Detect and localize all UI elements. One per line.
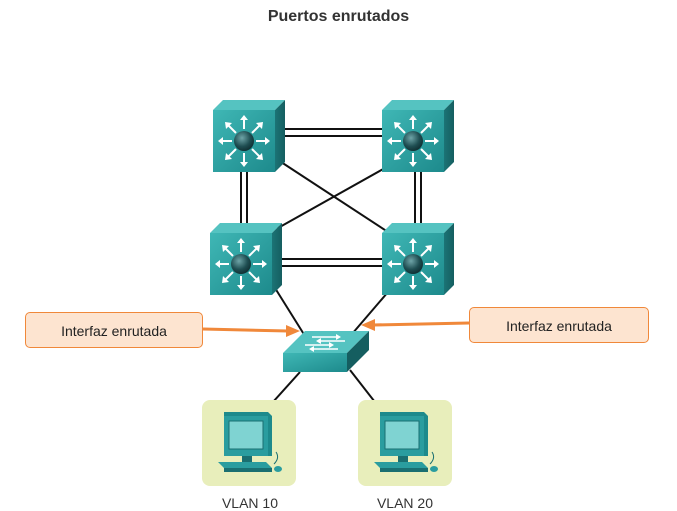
- uplink-cables: [240, 128, 422, 425]
- routed-interface-arrows: [202, 319, 470, 337]
- multilayer-switch-top-left-icon: [212, 99, 286, 173]
- vlan10-label: VLAN 10: [221, 495, 279, 511]
- multilayer-switch-top-right-icon: [381, 99, 455, 173]
- diagram-title: Puertos enrutados: [267, 8, 410, 25]
- layer2-switch-icon: [283, 331, 369, 372]
- multilayer-switch-middle-left-icon: [209, 222, 283, 296]
- callout-routed-interface-right: Interfaz enrutada: [469, 307, 649, 343]
- vlan20-label: VLAN 20: [376, 495, 434, 511]
- multilayer-switch-middle-right-icon: [381, 222, 455, 296]
- callout-routed-interface-left: Interfaz enrutada: [25, 312, 203, 348]
